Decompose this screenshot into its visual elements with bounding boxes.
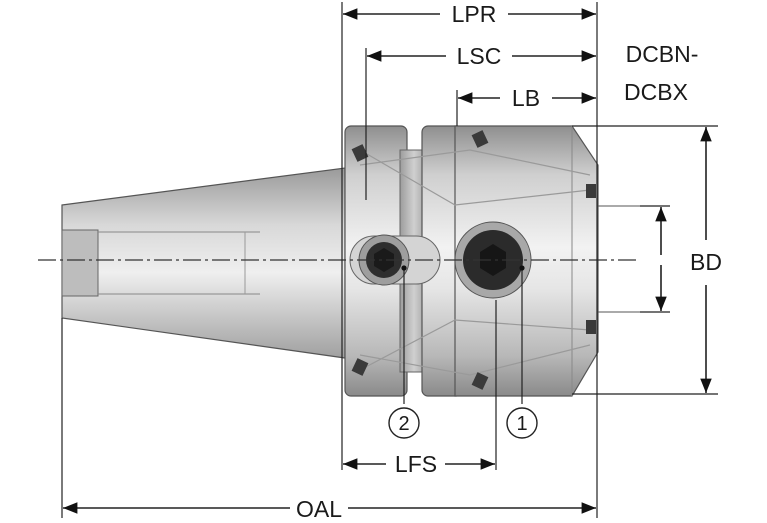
lb-label: LB xyxy=(512,85,540,111)
lpr-label: LPR xyxy=(452,1,497,27)
lfs-label: LFS xyxy=(395,451,437,477)
bd-label: BD xyxy=(690,249,722,275)
dcbn-label: DCBN- xyxy=(626,41,699,67)
drive-pads xyxy=(351,130,596,390)
callout-leaders xyxy=(403,268,523,404)
callout-1-label: 1 xyxy=(516,413,527,435)
leader-dot-2 xyxy=(401,265,407,271)
coolant-channels xyxy=(359,149,591,376)
dcbx-label: DCBX xyxy=(624,79,688,105)
callout-1: 1 xyxy=(506,407,538,439)
callout-2: 2 xyxy=(388,407,420,439)
oal-label: OAL xyxy=(296,496,342,522)
callout-2-label: 2 xyxy=(398,413,409,435)
leader-dot-1 xyxy=(519,265,525,271)
set-screw-1 xyxy=(454,221,532,299)
taper-shank xyxy=(61,167,346,359)
extension-lines xyxy=(61,2,718,518)
dimension-lines xyxy=(63,8,712,514)
lsc-label: LSC xyxy=(457,43,502,69)
